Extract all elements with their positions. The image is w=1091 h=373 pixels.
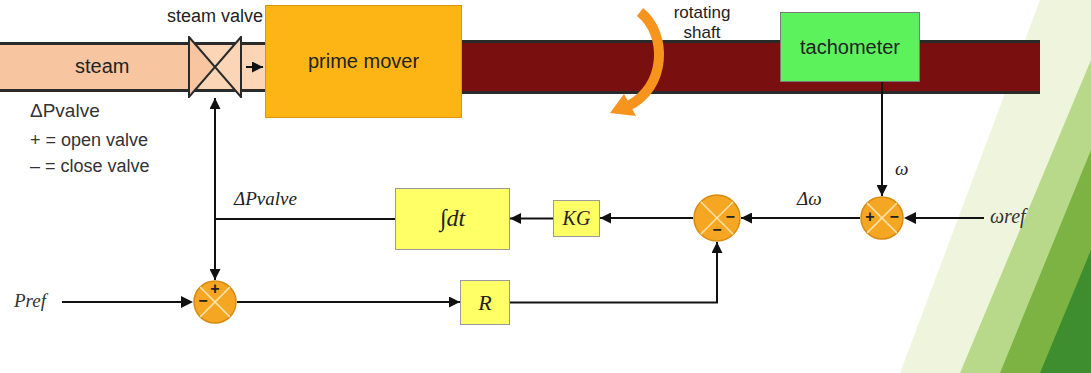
sensor-box: tachometer (780, 12, 920, 82)
valve-half (215, 37, 241, 97)
arrow-head (904, 212, 916, 224)
summing-junction: +− (193, 280, 237, 324)
note-text: + = open valve (30, 130, 148, 151)
valve-outline (188, 36, 242, 98)
valve-symbol: steam valve (188, 36, 242, 98)
signal-connector (881, 82, 883, 196)
signal-connector (510, 218, 553, 220)
sign-label: − (726, 208, 735, 226)
signal-connector (215, 219, 395, 280)
note-text: ΔPvalve (30, 100, 100, 122)
gain-block: R (460, 280, 510, 325)
reference-arrow (62, 301, 183, 303)
junction-circle (694, 195, 740, 241)
summing-junction: −− (693, 194, 741, 242)
signal-name: ωref (990, 205, 1026, 228)
node-label: steam (75, 55, 129, 78)
reference-arrow (914, 217, 984, 219)
signal-name: ΔPvalve (232, 188, 299, 210)
note-text: – = close valve (30, 156, 150, 177)
node-label: tachometer (800, 36, 900, 59)
node-label: prime mover (308, 50, 419, 73)
valve-half (189, 37, 215, 97)
summing-junction: +− (860, 196, 904, 240)
node-label: ∫dt (440, 205, 465, 233)
decor-triangle (960, 60, 1091, 373)
signal-name: ω (893, 158, 910, 180)
arrow-head (181, 296, 193, 308)
sign-label: + (865, 208, 874, 226)
integrator-block: ∫dt (395, 188, 510, 250)
gain-block: KG (553, 200, 600, 237)
shaft-band: rotating shaft (462, 40, 1040, 94)
node-label: steam valve (167, 6, 263, 27)
sign-label: + (210, 280, 219, 298)
sign-label: − (889, 208, 898, 226)
junction-circle (861, 197, 903, 239)
signal-name: Pref (14, 290, 46, 312)
junction-circle (194, 281, 236, 323)
node-label: rotating shaft (664, 3, 740, 42)
decor-triangle (1000, 150, 1091, 373)
signal-connector (510, 242, 717, 303)
rotation-arrow-head (610, 94, 636, 116)
signal-connector (600, 217, 693, 219)
sign-label: − (712, 222, 721, 240)
decor-triangle (1040, 250, 1091, 373)
process-box: prime mover (265, 5, 462, 118)
node-label: KG (563, 207, 591, 230)
signal-connector (741, 217, 860, 219)
signal-name: Δω (795, 188, 824, 210)
signal-connector (246, 66, 263, 68)
node-label: R (478, 290, 491, 315)
sign-label: − (198, 292, 207, 310)
signal-connector (237, 301, 460, 303)
